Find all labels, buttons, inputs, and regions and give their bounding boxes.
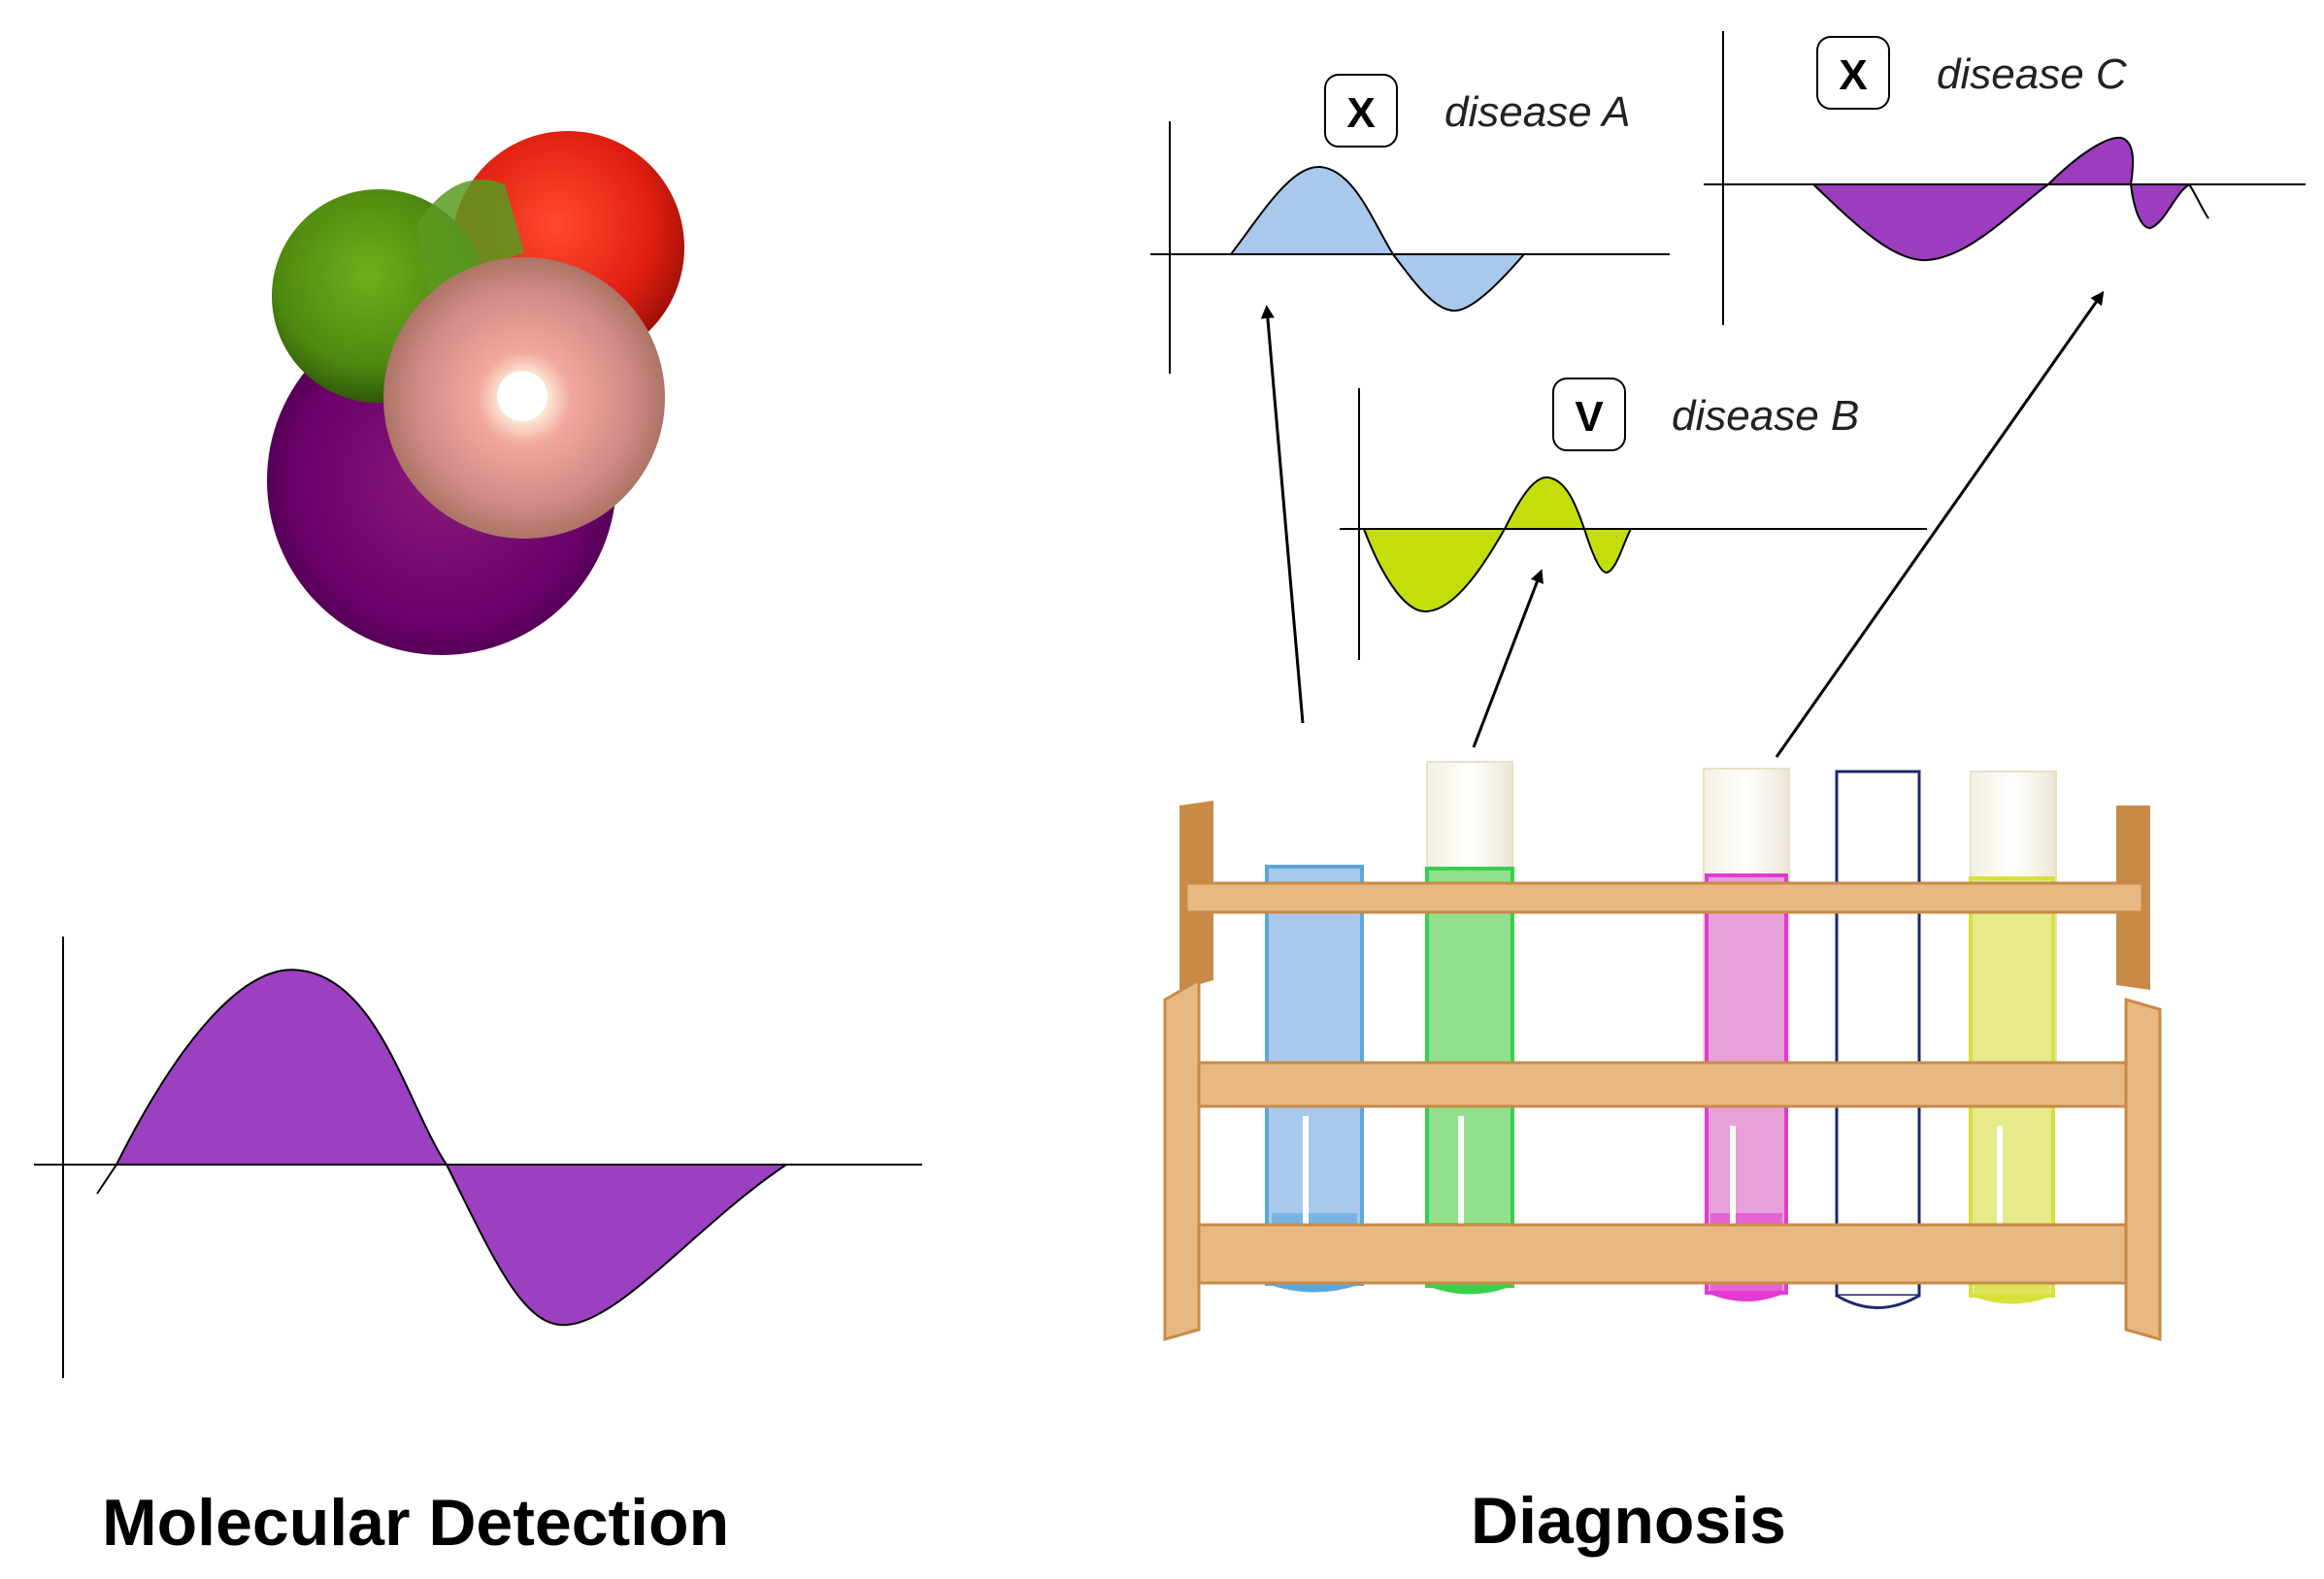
- disease-a-status-mark: X: [1346, 89, 1375, 137]
- arrow-to-disease-c: [1775, 290, 2105, 758]
- molecule-bond-shading: [417, 180, 524, 291]
- diagnosis-caption: Diagnosis: [1471, 1484, 1786, 1558]
- disease-a-negative-lobe: [1390, 253, 1527, 313]
- main-spectrum-tail: [96, 1164, 117, 1195]
- main-spectrum: [34, 937, 922, 1378]
- disease-b-spectrum: V disease B: [1340, 378, 1927, 660]
- rack-right-post-front: [2124, 998, 2162, 1341]
- disease-c-negative-lobe: [1810, 183, 2052, 262]
- disease-b-status-mark: V: [1575, 393, 1604, 441]
- disease-c-positive-lobe: [2045, 136, 2135, 185]
- molecule-highlight: [497, 371, 548, 421]
- disease-b-small-lobe: [1582, 528, 1633, 575]
- disease-b-negative-lobe: [1362, 528, 1507, 613]
- arrows: [1260, 290, 2105, 758]
- rack-left-post-front: [1163, 977, 1201, 1341]
- disease-b-positive-lobe: [1503, 476, 1586, 530]
- disease-c-status-mark: X: [1839, 51, 1867, 99]
- disease-a-spectrum: X disease A: [1150, 74, 1670, 374]
- molecule-illustration: [267, 131, 684, 655]
- molecular-detection-caption: Molecular Detection: [102, 1486, 729, 1560]
- disease-a-label: disease A: [1444, 88, 1631, 136]
- disease-c-small-lobe: [2129, 183, 2193, 230]
- rack-middle-shelf: [1178, 1061, 2138, 1108]
- rack-top-shelf: [1184, 881, 2144, 914]
- disease-a-status-box: [1324, 74, 1398, 148]
- disease-c-spectrum: X disease C: [1704, 31, 2306, 325]
- disease-b-label: disease B: [1672, 392, 1859, 440]
- disease-c-tail: [2188, 183, 2209, 219]
- disease-b-status-box: [1552, 378, 1626, 451]
- disease-a-positive-lobe: [1228, 165, 1395, 255]
- test-tube-rack: [1163, 761, 2162, 1341]
- tube-4-empty: [1835, 770, 1921, 1309]
- disease-c-status-box: [1816, 36, 1890, 110]
- main-spectrum-positive-lobe: [115, 969, 448, 1166]
- rack-bottom-shelf: [1187, 1223, 2138, 1285]
- main-spectrum-negative-lobe: [445, 1164, 790, 1327]
- disease-c-label: disease C: [1937, 50, 2128, 98]
- arrow-to-disease-b: [1472, 569, 1544, 748]
- arrow-to-disease-a: [1260, 305, 1305, 724]
